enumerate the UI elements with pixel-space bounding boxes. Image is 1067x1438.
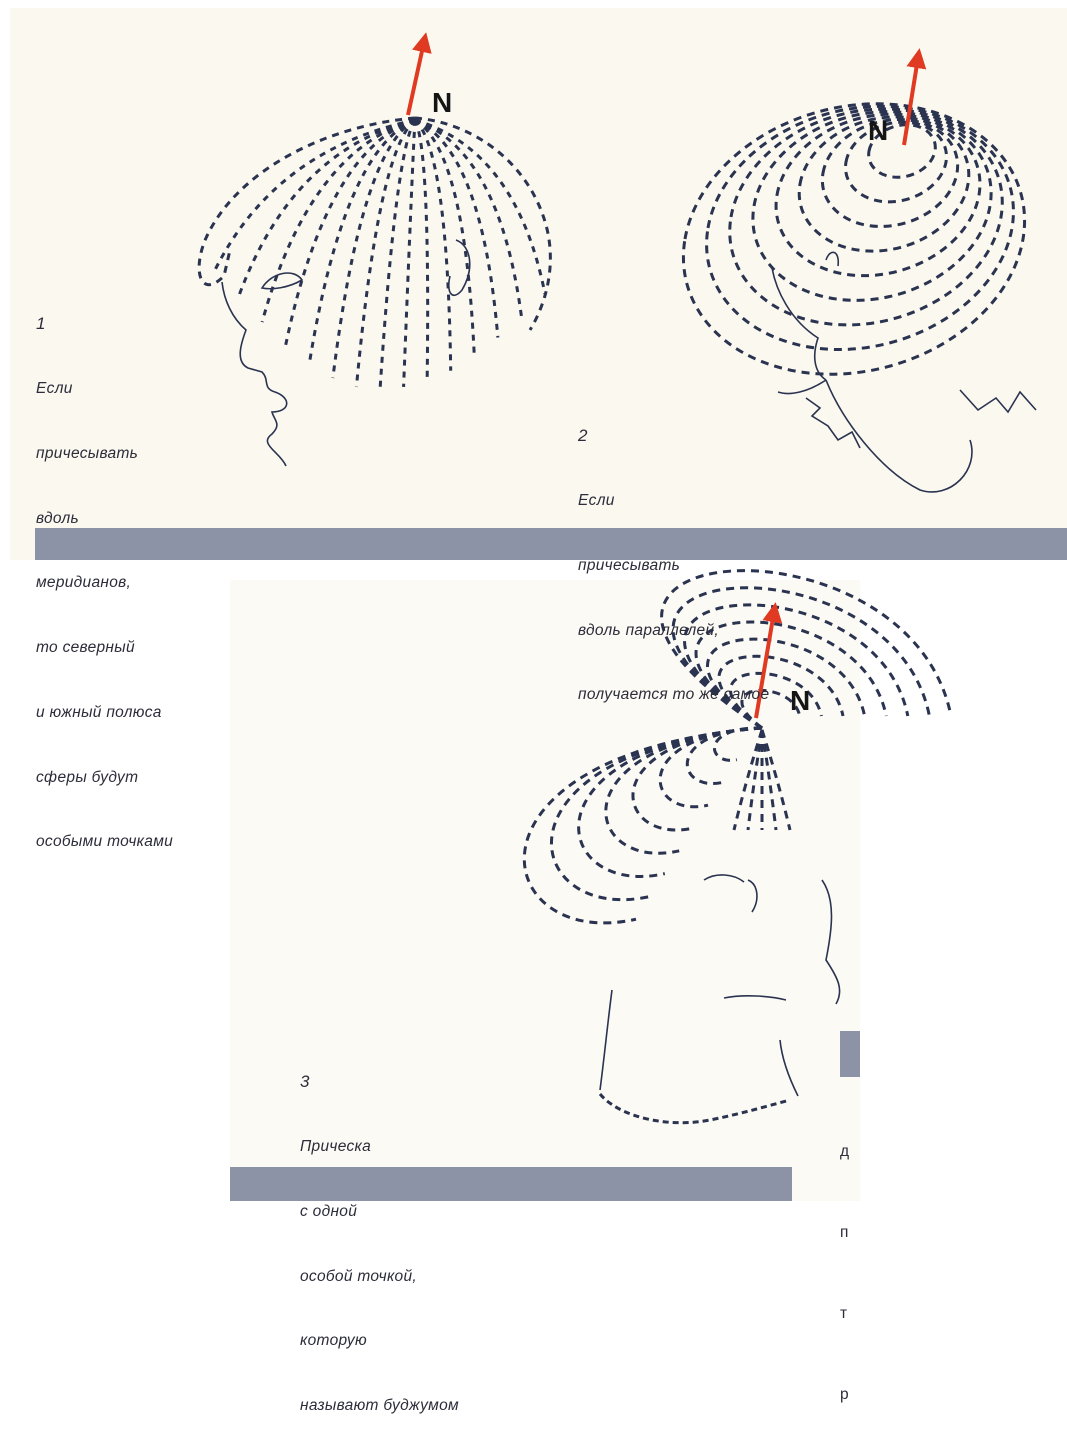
caption-line: Если: [36, 378, 173, 400]
pole-label-1: N: [432, 87, 452, 118]
figure-number: 1: [36, 313, 173, 335]
caption-line: особой точкой,: [300, 1266, 459, 1288]
caption-line: вдоль параллелей,: [578, 620, 769, 642]
caption-line: сферы будут: [36, 767, 173, 789]
hair-stroke: [606, 728, 762, 853]
hair-stroke: [415, 120, 521, 316]
hair-stroke: [734, 730, 762, 830]
cut-off-fragment: д: [840, 1138, 849, 1165]
cut-off-fragment: т: [840, 1300, 849, 1327]
figure-number: 3: [300, 1071, 459, 1093]
caption-line: то северный: [36, 637, 173, 659]
caption-line: Если: [578, 490, 769, 512]
hair-stroke: [262, 120, 415, 322]
cut-off-fragment: п: [840, 1219, 849, 1246]
hair-stroke: [762, 730, 776, 830]
hair-stroke: [415, 120, 545, 294]
hair-stroke: [748, 730, 762, 830]
caption-line: меридианов,: [36, 572, 173, 594]
caption-line: причесывать: [578, 555, 769, 577]
hair-stroke: [415, 120, 451, 371]
hair-stroke: [714, 728, 762, 760]
hair-stroke: [415, 120, 428, 381]
caption-line: вдоль: [36, 508, 173, 530]
caption-line: которую: [300, 1330, 459, 1352]
caption-line: и южный полюса: [36, 702, 173, 724]
caption-line: Прическа: [300, 1136, 459, 1158]
figure-1-head: N: [199, 42, 550, 466]
hair-stroke: [579, 728, 762, 876]
pole-label-3: N: [790, 685, 810, 716]
hair-stroke: [762, 730, 790, 830]
caption-line: получается то же самое: [578, 684, 769, 706]
caption-figure-2: 2 Если причесывать вдоль параллелей, пол…: [578, 382, 769, 728]
hair-stroke: [404, 120, 415, 387]
caption-line: особыми точками: [36, 831, 173, 853]
hair-stroke: [633, 728, 762, 830]
caption-line: причесывать: [36, 443, 173, 465]
meridian-hair-strokes: [215, 120, 545, 390]
figure-number: 2: [578, 425, 769, 447]
caption-line: с одной: [300, 1201, 459, 1223]
parallel-hair-strokes: [683, 104, 1024, 374]
caption-figure-3: 3 Прическа с одной особой точкой, котору…: [300, 1028, 459, 1438]
hair-stroke: [356, 120, 415, 387]
cut-off-text-column: д п т р: [840, 1084, 849, 1435]
cut-off-fragment: р: [840, 1381, 849, 1408]
caption-figure-1: 1 Если причесывать вдоль меридианов, то …: [36, 270, 173, 875]
caption-line: называют буджумом: [300, 1395, 459, 1417]
hair-stroke: [524, 728, 762, 923]
pole-label-2: N: [868, 115, 888, 146]
